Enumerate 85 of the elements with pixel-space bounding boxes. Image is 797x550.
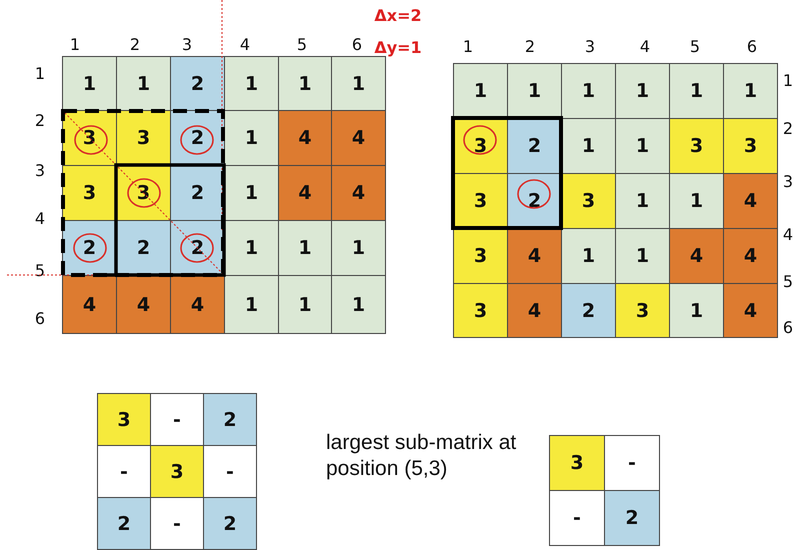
matrix-cell: 1	[331, 275, 386, 334]
matrix-cell: 1	[331, 220, 386, 276]
matrix-cell: 4	[507, 228, 562, 284]
matrix-cell: 4	[669, 228, 724, 284]
index-label: 2	[524, 36, 536, 56]
matrix-cell: 1	[561, 118, 616, 174]
matrix-cell: 3	[549, 435, 605, 491]
matrix-cell: 1	[615, 173, 670, 229]
matrix-cell: 1	[224, 275, 279, 334]
matrix-cell: 1	[278, 56, 332, 111]
matrix-cell: 2	[604, 490, 660, 546]
matrix-cell: 2	[170, 56, 225, 111]
matrix-cell: 2	[203, 497, 257, 550]
matrix-cell: 1	[278, 275, 332, 334]
matrix-cell: 4	[723, 173, 778, 229]
index-label: 6	[746, 36, 758, 56]
index-label: 2	[34, 110, 46, 130]
matrix-cell: 1	[669, 173, 724, 229]
index-label: 5	[296, 34, 308, 54]
matrix-cell: 1	[116, 56, 171, 111]
matrix-cell: 3	[615, 283, 670, 338]
matrix-cell: 1	[62, 56, 117, 111]
matrix-cell: 3	[97, 393, 151, 446]
index-label: 4	[782, 224, 794, 244]
index-label: 2	[782, 118, 794, 138]
index-label: 1	[34, 63, 46, 83]
index-label: 3	[584, 36, 596, 56]
index-label: 1	[782, 70, 794, 90]
matrix-cell: 1	[561, 228, 616, 284]
matrix-cell: 1	[224, 56, 279, 111]
matrix-cell: 3	[453, 228, 508, 284]
matrix-cell: 4	[723, 228, 778, 284]
matrix-cell: 1	[331, 56, 386, 111]
matrix-cell: 4	[723, 283, 778, 338]
matrix-cell: 1	[278, 220, 332, 276]
index-label: 2	[128, 34, 142, 54]
matrix-cell: 4	[331, 165, 386, 221]
index-label: 4	[238, 34, 252, 54]
offset-label: Δx=2	[373, 4, 423, 26]
offset-label: Δy=1	[373, 36, 423, 58]
matrix-cell: 1	[224, 220, 279, 276]
matrix-cell: 1	[615, 63, 670, 119]
matrix-cell: 1	[669, 283, 724, 338]
matrix-cell: 1	[615, 118, 670, 174]
index-label: 3	[34, 160, 46, 180]
index-label: 6	[350, 34, 364, 54]
index-label: 1	[462, 36, 474, 56]
index-label: 5	[688, 36, 702, 56]
matrix-cell: 4	[507, 283, 562, 338]
index-label: 4	[34, 208, 46, 228]
matrix-cell: 3	[116, 110, 171, 166]
matrix-cell: 4	[278, 165, 332, 221]
matrix-cell: 4	[170, 275, 225, 334]
matrix-cell: 4	[62, 275, 117, 334]
matrix-cell: 3	[62, 165, 117, 221]
matrix-cell: 4	[116, 275, 171, 334]
matrix-cell: 3	[723, 118, 778, 174]
matrix-cell: 2	[97, 497, 151, 550]
matrix-cell: 4	[331, 110, 386, 166]
caption-text: largest sub-matrix at position (5,3)	[326, 430, 518, 482]
matrix-cell: 1	[453, 63, 508, 119]
matrix-cell: 1	[507, 63, 562, 119]
index-label: 6	[782, 317, 794, 337]
index-label: 3	[180, 34, 194, 54]
index-label: 4	[638, 36, 652, 56]
matrix-cell: 3	[150, 445, 204, 498]
matrix-cell: 2	[203, 393, 257, 446]
index-label: 6	[34, 308, 46, 328]
matrix-cell: 3	[453, 283, 508, 338]
matrix-cell: 2	[116, 220, 171, 276]
matrix-cell: 1	[561, 63, 616, 119]
matrix-cell: 1	[669, 63, 724, 119]
matrix-cell: -	[604, 435, 660, 491]
matrix-cell: 1	[723, 63, 778, 119]
index-label: 3	[782, 171, 794, 191]
matrix-cell: 1	[224, 165, 279, 221]
matrix-cell: 2	[561, 283, 616, 338]
matrix-cell: -	[549, 490, 605, 546]
index-label: 1	[68, 34, 82, 54]
index-label: 5	[782, 271, 794, 291]
matrix-cell: 1	[615, 228, 670, 284]
matrix-cell: 1	[224, 110, 279, 166]
matrix-cell: 3	[669, 118, 724, 174]
matrix-cell: 4	[278, 110, 332, 166]
matrix-cell: 3	[561, 173, 616, 229]
